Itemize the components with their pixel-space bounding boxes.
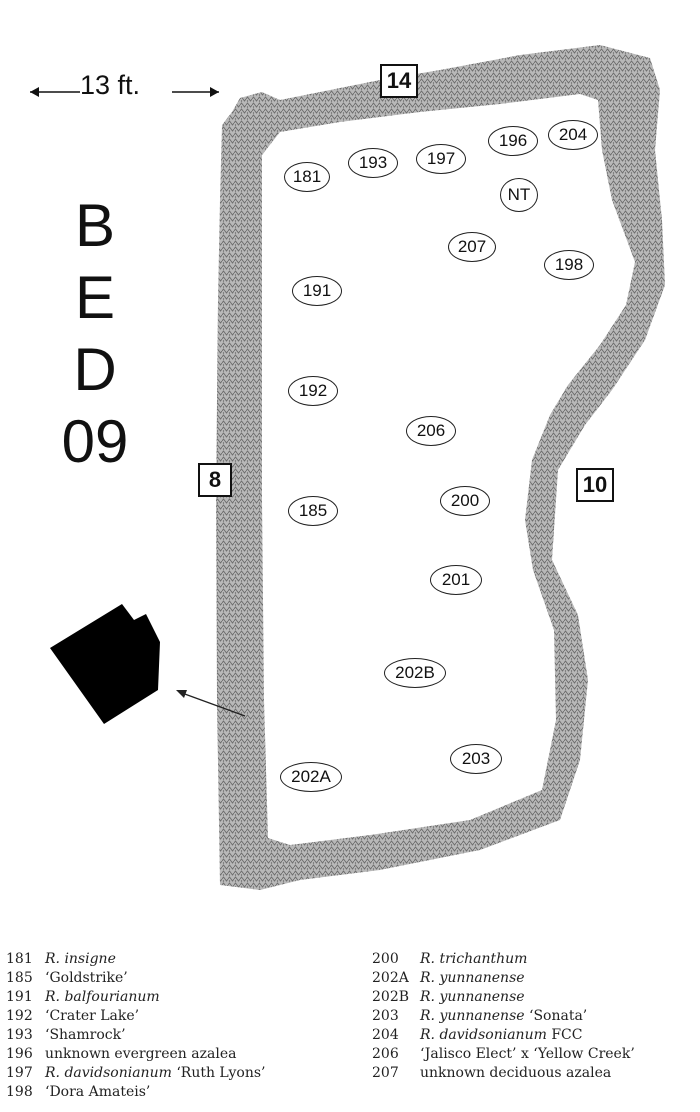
legend-entry: 181 R. insigne	[6, 950, 265, 969]
legend-right: 200 R. trichanthum 202A R. yunnanense 202B…	[372, 950, 635, 1083]
legend-code: 204	[372, 1027, 399, 1043]
legend-entry: 203 R. yunnanense ‘Sonata’	[372, 1007, 635, 1026]
legend-left: 181 R. insigne 185 ‘Goldstrike’ 191 R. balf…	[6, 950, 265, 1102]
legend-species: R. davidsonianum	[45, 1065, 172, 1081]
edge-label-right: 10	[576, 468, 614, 502]
legend-entry: 207 unknown deciduous azalea	[372, 1064, 635, 1083]
legend-species: R. insigne	[45, 951, 116, 967]
legend-code: 202B	[372, 989, 410, 1005]
plant-tag: 197	[416, 144, 466, 174]
bed-title-line: 09	[61, 408, 129, 475]
legend-entry: 197 R. davidsonianum ‘Ruth Lyons’	[6, 1064, 265, 1083]
gravel-path	[216, 45, 665, 890]
legend-code: 192	[6, 1008, 33, 1024]
plant-tag: 198	[544, 250, 594, 280]
legend-species: R. yunnanense	[420, 1008, 525, 1024]
legend-cultivar: unknown deciduous azalea	[420, 1065, 612, 1081]
legend-code: 196	[6, 1046, 33, 1062]
legend-cultivar: ‘Crater Lake’	[45, 1008, 140, 1024]
plant-tag: 202B	[384, 658, 446, 688]
plant-tag: 191	[292, 276, 342, 306]
legend-species: R. yunnanense	[420, 970, 525, 986]
edge-label-top: 14	[380, 64, 418, 98]
plant-tag: NT	[500, 178, 538, 212]
legend-cultivar: ‘Dora Amateis’	[45, 1084, 151, 1100]
legend-cultivar: ‘Ruth Lyons’	[171, 1065, 266, 1081]
legend-code: 181	[6, 951, 33, 967]
legend-entry: 196 unknown evergreen azalea	[6, 1045, 265, 1064]
scale-arrowhead-right	[210, 87, 219, 97]
legend-cultivar: ‘Goldstrike’	[45, 970, 128, 986]
bed-title-line: B	[74, 192, 116, 259]
plant-tag: 192	[288, 376, 338, 406]
legend-entry: 206 ‘Jalisco Elect’ x ‘Yellow Creek’	[372, 1045, 635, 1064]
plant-tag: 193	[348, 148, 398, 178]
structure-building	[50, 604, 160, 724]
edge-label-left: 8	[198, 463, 232, 497]
plant-tag: 185	[288, 496, 338, 526]
legend-species: R. yunnanense	[420, 989, 525, 1005]
legend-entry: 198 ‘Dora Amateis’	[6, 1083, 265, 1102]
legend-code: 203	[372, 1008, 399, 1024]
plant-tag: 181	[284, 162, 330, 192]
bed-title-line: E	[74, 264, 116, 331]
plant-tag: 202A	[280, 762, 342, 792]
legend-entry: 192 ‘Crater Lake’	[6, 1007, 265, 1026]
scale-arrowhead-left	[30, 87, 39, 97]
legend-code: 198	[6, 1084, 33, 1100]
legend-entry: 185 ‘Goldstrike’	[6, 969, 265, 988]
legend-code: 200	[372, 951, 399, 967]
legend-code: 197	[6, 1065, 33, 1081]
bed-title-line: D	[73, 336, 117, 403]
legend-entry: 200 R. trichanthum	[372, 950, 635, 969]
legend-code: 202A	[372, 970, 409, 986]
legend-entry: 204 R. davidsonianum FCC	[372, 1026, 635, 1045]
legend-cultivar: ‘Sonata’	[524, 1008, 588, 1024]
plant-tag: 206	[406, 416, 456, 446]
legend-cultivar: unknown evergreen azalea	[45, 1046, 237, 1062]
legend-species: R. trichanthum	[420, 951, 528, 967]
legend-entry: 193 ‘Shamrock’	[6, 1026, 265, 1045]
legend-cultivar: FCC	[546, 1027, 583, 1043]
plant-tag: 200	[440, 486, 490, 516]
plant-tag: 196	[488, 126, 538, 156]
legend-code: 185	[6, 970, 33, 986]
legend-entry: 202A R. yunnanense	[372, 969, 635, 988]
plant-tag: 207	[448, 232, 496, 262]
legend-species: R. davidsonianum	[420, 1027, 547, 1043]
bed-map	[30, 45, 665, 890]
bed-title: B E D 09	[50, 190, 140, 478]
plant-tag: 201	[430, 565, 482, 595]
structure-arrow-head	[176, 690, 187, 698]
structure-arrow	[181, 692, 246, 717]
plant-tag: 204	[548, 120, 598, 150]
legend-code: 206	[372, 1046, 399, 1062]
legend-cultivar: ‘Shamrock’	[45, 1027, 126, 1043]
legend-code: 193	[6, 1027, 33, 1043]
legend-entry: 202B R. yunnanense	[372, 988, 635, 1007]
plant-tag: 203	[450, 744, 502, 774]
legend-code: 207	[372, 1065, 399, 1081]
scale-label: 13 ft.	[80, 70, 141, 100]
legend-cultivar: ‘Jalisco Elect’ x ‘Yellow Creek’	[420, 1046, 635, 1062]
legend-entry: 191 R. balfourianum	[6, 988, 265, 1007]
legend-code: 191	[6, 989, 33, 1005]
legend-species: R. balfourianum	[45, 989, 160, 1005]
